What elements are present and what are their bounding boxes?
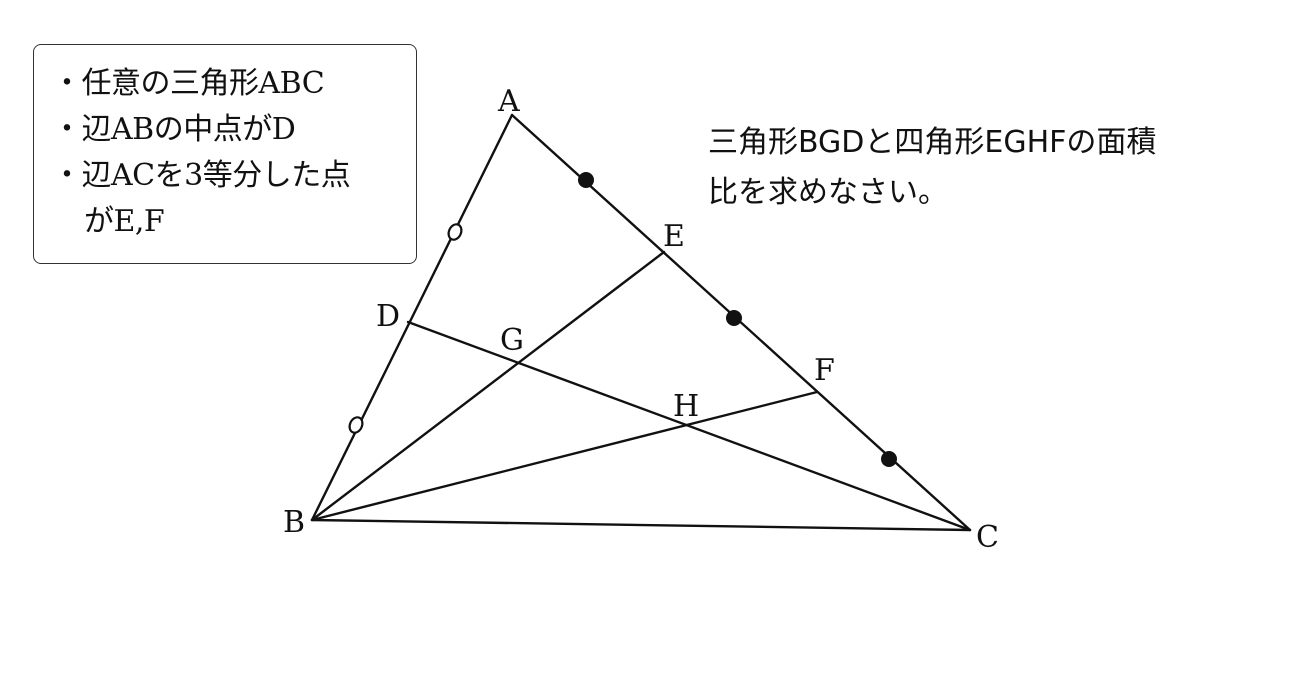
label-point-G: G	[500, 323, 524, 358]
condition-triangle: ・任意の三角形ABC	[52, 66, 325, 101]
segment-BE	[310, 250, 666, 522]
label-point-A: A	[497, 84, 520, 119]
label-point-B: B	[283, 505, 305, 540]
equal-mark-open-circle-1	[447, 223, 463, 241]
label-point-C: C	[976, 520, 999, 555]
equal-mark-open-circle-2	[348, 416, 364, 434]
equal-mark-filled-dot-2	[726, 310, 742, 326]
question-text: 三角形BGDと四角形EGHFの面積 比を求めなさい。	[708, 118, 1288, 218]
segment-DC	[406, 320, 972, 532]
condition-midpoint: ・辺ABの中点がD	[52, 112, 296, 147]
label-point-H: H	[673, 389, 699, 424]
side-BC	[310, 518, 972, 532]
segment-BF	[310, 390, 819, 522]
equal-mark-filled-dot-3	[881, 451, 897, 467]
condition-trisect-cont: がE,F	[84, 204, 165, 239]
question-line-2: 比を求めなさい。	[708, 175, 948, 210]
side-AB	[310, 113, 514, 522]
question-line-1: 三角形BGDと四角形EGHFの面積	[708, 125, 1157, 160]
label-point-D: D	[376, 299, 400, 334]
equal-mark-filled-dot-1	[578, 172, 594, 188]
condition-trisect: ・辺ACを3等分した点	[52, 158, 351, 193]
label-point-F: F	[814, 353, 835, 388]
conditions-box: ・任意の三角形ABC ・辺ABの中点がD ・辺ACを3等分した点 がE,F	[33, 44, 417, 264]
label-point-E: E	[663, 219, 685, 254]
